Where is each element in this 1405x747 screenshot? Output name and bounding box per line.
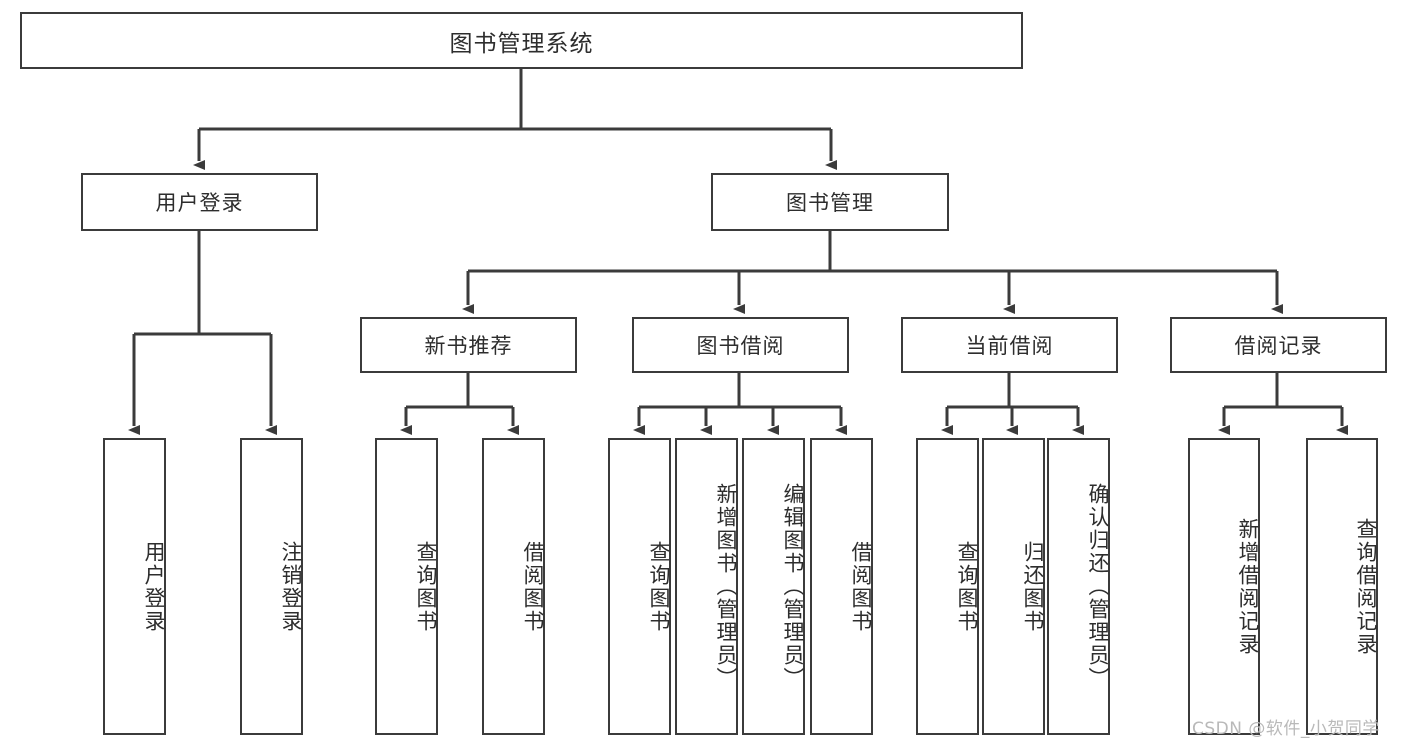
leaf-logout[interactable]: 注销登录 bbox=[240, 438, 303, 735]
node-label: 新增图书（管理员） bbox=[714, 483, 738, 690]
node-label: 用户登录 bbox=[142, 540, 166, 633]
csdn-watermark: CSDN @软件_小贺同学 bbox=[1192, 719, 1380, 739]
node-label: 新书推荐 bbox=[424, 334, 513, 358]
node-current-borrow[interactable]: 当前借阅 bbox=[901, 317, 1118, 373]
leaf-confirm-return[interactable]: 确认归还（管理员） bbox=[1047, 438, 1110, 735]
node-root-system[interactable]: 图书管理系统 bbox=[20, 12, 1023, 69]
node-user-login[interactable]: 用户登录 bbox=[81, 173, 318, 231]
node-label: 图书管理系统 bbox=[449, 30, 594, 57]
node-label: 查询图书 bbox=[414, 540, 438, 633]
node-label: 归还图书 bbox=[1021, 540, 1045, 633]
leaf-borrow-book[interactable]: 借阅图书 bbox=[810, 438, 873, 735]
node-label: 图书借阅 bbox=[696, 334, 785, 358]
node-label: 用户登录 bbox=[155, 191, 244, 215]
leaf-query-borrow-record[interactable]: 查询借阅记录 bbox=[1306, 438, 1378, 735]
leaf-add-borrow-record[interactable]: 新增借阅记录 bbox=[1188, 438, 1260, 735]
leaf-return-book[interactable]: 归还图书 bbox=[982, 438, 1045, 735]
node-label: 查询借阅记录 bbox=[1354, 517, 1378, 656]
leaf-query-book-borrow[interactable]: 查询图书 bbox=[608, 438, 671, 735]
node-book-management[interactable]: 图书管理 bbox=[711, 173, 949, 231]
node-label: 借阅记录 bbox=[1234, 334, 1323, 358]
leaf-user-login[interactable]: 用户登录 bbox=[103, 438, 166, 735]
node-label: 注销登录 bbox=[279, 540, 303, 633]
leaf-edit-book[interactable]: 编辑图书（管理员） bbox=[742, 438, 805, 735]
node-label: 查询图书 bbox=[955, 540, 979, 633]
leaf-add-book[interactable]: 新增图书（管理员） bbox=[675, 438, 738, 735]
node-label: 当前借阅 bbox=[965, 334, 1054, 358]
node-borrow-record[interactable]: 借阅记录 bbox=[1170, 317, 1387, 373]
node-label: 确认归还（管理员） bbox=[1086, 483, 1110, 690]
node-label: 图书管理 bbox=[786, 191, 874, 215]
leaf-query-book-current[interactable]: 查询图书 bbox=[916, 438, 979, 735]
node-label: 新增借阅记录 bbox=[1236, 517, 1260, 656]
node-book-borrow[interactable]: 图书借阅 bbox=[632, 317, 849, 373]
node-label: 借阅图书 bbox=[521, 540, 545, 633]
node-label: 借阅图书 bbox=[849, 540, 873, 633]
node-new-book-recommend[interactable]: 新书推荐 bbox=[360, 317, 577, 373]
leaf-query-book-recommend[interactable]: 查询图书 bbox=[375, 438, 438, 735]
node-label: 查询图书 bbox=[647, 540, 671, 633]
leaf-borrow-book-recommend[interactable]: 借阅图书 bbox=[482, 438, 545, 735]
node-label: 编辑图书（管理员） bbox=[781, 483, 805, 690]
